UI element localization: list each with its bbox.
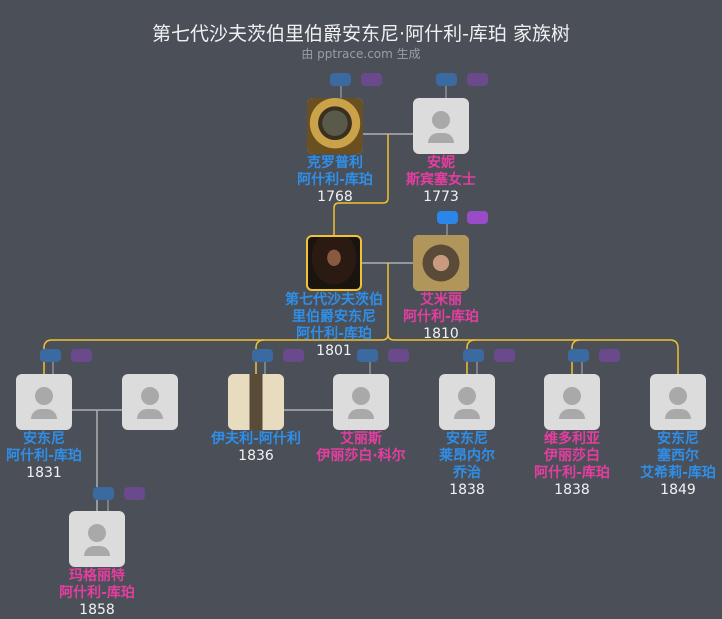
portrait-photo	[413, 235, 469, 291]
parents-toggle-button[interactable]	[357, 349, 378, 362]
spouse-toggle-button[interactable]	[283, 349, 304, 362]
person-name-line: 安东尼	[446, 431, 488, 447]
person-name-line: 艾米丽	[420, 292, 462, 308]
page-subtitle: 由 pptrace.com 生成	[301, 47, 421, 61]
person-card-alice[interactable]	[333, 374, 389, 430]
spouse-toggle-button[interactable]	[467, 73, 488, 86]
person-card-crosby[interactable]	[307, 98, 363, 154]
spouse-toggle-button[interactable]	[599, 349, 620, 362]
birth-year: 1838	[554, 482, 590, 498]
person-name-line: 阿什利-库珀	[59, 585, 135, 601]
parents-toggle-button[interactable]	[437, 211, 458, 224]
person-name-line: 阿什利-库珀	[296, 326, 372, 342]
birth-year: 1810	[423, 326, 459, 342]
person-card-anthony7[interactable]	[306, 235, 362, 291]
person-card-emily[interactable]	[413, 235, 469, 291]
person-name-line: 伊丽莎白·科尔	[316, 448, 406, 464]
parents-toggle-button[interactable]	[463, 349, 484, 362]
spouse-toggle-button[interactable]	[494, 349, 515, 362]
person-placeholder-icon	[16, 374, 72, 430]
person-placeholder-icon	[544, 374, 600, 430]
person-name-line: 玛格丽特	[69, 568, 125, 584]
birth-year: 1768	[317, 189, 353, 205]
person-card-anne[interactable]	[413, 98, 469, 154]
person-name-line: 艾希莉-库珀	[640, 465, 716, 481]
parents-toggle-button[interactable]	[93, 487, 114, 500]
portrait-photo	[307, 98, 363, 154]
person-card-victoria[interactable]	[544, 374, 600, 430]
person-name-line: 阿什利-库珀	[6, 448, 82, 464]
person-card-margaret[interactable]	[69, 511, 125, 567]
person-placeholder-icon	[650, 374, 706, 430]
person-name-line: 阿什利-库珀	[297, 172, 373, 188]
person-name-line: 塞西尔	[657, 448, 699, 464]
person-label[interactable]: 艾丽斯伊丽莎白·科尔	[271, 431, 451, 465]
parents-toggle-button[interactable]	[330, 73, 351, 86]
person-name-line: 安东尼	[657, 431, 699, 447]
spouse-toggle-button[interactable]	[467, 211, 488, 224]
person-name-line: 伊丽莎白	[544, 448, 600, 464]
person-name-line: 伊夫利-阿什利	[211, 431, 301, 447]
parents-toggle-button[interactable]	[252, 349, 273, 362]
person-name-line: 斯宾塞女士	[406, 172, 476, 188]
person-name-line: 乔治	[453, 465, 481, 481]
person-card-anthony1838[interactable]	[439, 374, 495, 430]
person-placeholder-icon	[122, 374, 178, 430]
person-name-line: 维多利亚	[544, 431, 600, 447]
person-name-line: 阿什利-库珀	[534, 465, 610, 481]
person-placeholder-icon	[413, 98, 469, 154]
person-placeholder-icon	[333, 374, 389, 430]
person-placeholder-icon	[69, 511, 125, 567]
page-title: 第七代沙夫茨伯里伯爵安东尼·阿什利-库珀 家族树	[152, 23, 570, 45]
parents-toggle-button[interactable]	[568, 349, 589, 362]
spouse-toggle-button[interactable]	[124, 487, 145, 500]
person-name-line: 艾丽斯	[340, 431, 382, 447]
birth-year: 1831	[26, 465, 62, 481]
spouse-toggle-button[interactable]	[71, 349, 92, 362]
birth-year: 1858	[79, 602, 115, 618]
portrait-photo	[308, 237, 360, 289]
person-name-line: 克罗普利	[307, 155, 363, 171]
person-card-anthony1849[interactable]	[650, 374, 706, 430]
spouse-toggle-button[interactable]	[388, 349, 409, 362]
parents-toggle-button[interactable]	[40, 349, 61, 362]
portrait-photo	[228, 374, 284, 430]
person-name-line: 第七代沙夫茨伯里伯爵安东尼	[285, 292, 383, 325]
birth-year: 1838	[449, 482, 485, 498]
birth-year: 1801	[316, 343, 352, 359]
person-name-line: 安东尼	[23, 431, 65, 447]
person-name-line: 安妮	[427, 155, 455, 171]
person-card-anthony1831[interactable]	[16, 374, 72, 430]
person-card-spouse1831[interactable]	[122, 374, 178, 430]
birth-year: 1836	[238, 448, 274, 464]
birth-year: 1773	[423, 189, 459, 205]
person-card-evelyn[interactable]	[228, 374, 284, 430]
person-name-line: 阿什利-库珀	[403, 309, 479, 325]
birth-year: 1849	[660, 482, 696, 498]
spouse-toggle-button[interactable]	[361, 73, 382, 86]
person-placeholder-icon	[439, 374, 495, 430]
person-name-line: 莱昂内尔	[439, 448, 495, 464]
parents-toggle-button[interactable]	[436, 73, 457, 86]
